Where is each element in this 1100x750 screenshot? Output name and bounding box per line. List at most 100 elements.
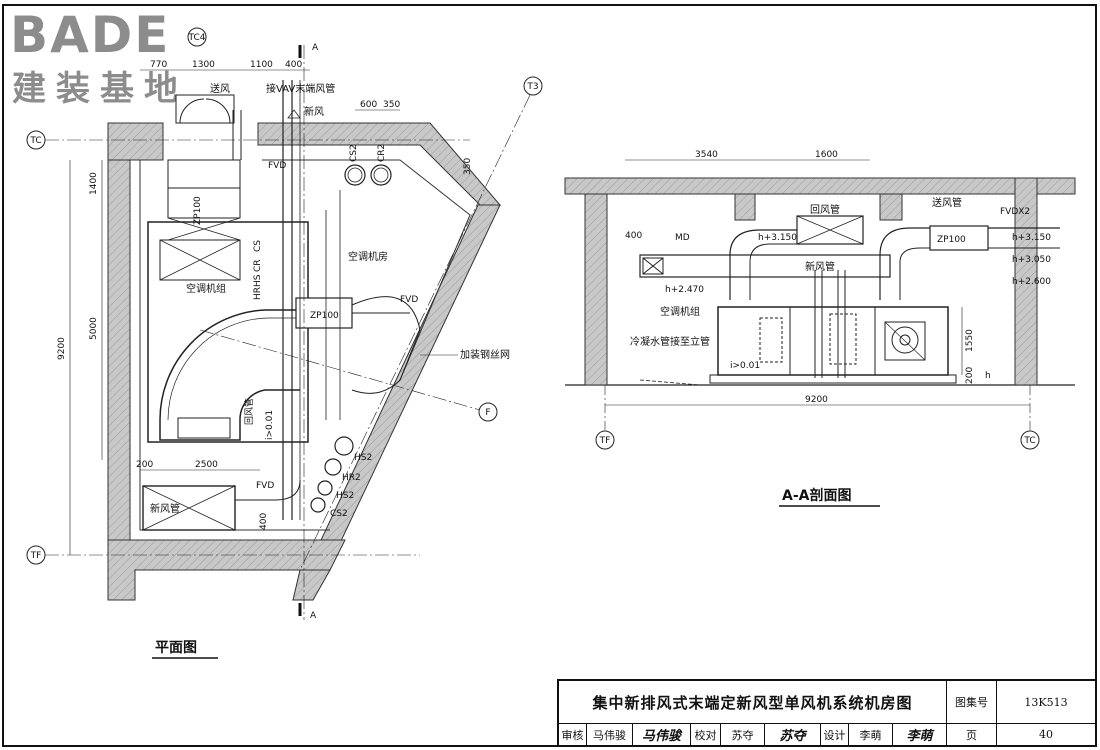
label-h3050: h+3.050 bbox=[1012, 255, 1051, 265]
label-h2600: h+2.600 bbox=[1012, 277, 1051, 287]
section-mark-bottom: A bbox=[310, 611, 317, 621]
section-view: 3540 1600 400 9200 1550 200 MD 回风管 送风管 F… bbox=[564, 150, 1076, 507]
dim-3540: 3540 bbox=[695, 150, 718, 160]
dim-400-top: 400 bbox=[285, 60, 302, 70]
designer-name: 李萌 bbox=[849, 723, 893, 746]
plan-view: TC TF T3 F TC4 A A 770 1300 1100 400 600… bbox=[26, 27, 543, 659]
label-h: h bbox=[985, 371, 991, 381]
bade-logo: BADE 建装基地 bbox=[8, 6, 218, 109]
pipe-cs2-top bbox=[344, 164, 366, 186]
plan-wall-top bbox=[107, 122, 164, 161]
plan-wall-left bbox=[107, 159, 131, 541]
label-hr: HR bbox=[253, 287, 263, 300]
label-zp100-mid: ZP100 bbox=[310, 311, 339, 321]
label-ahu-room: 空调机房 bbox=[348, 250, 388, 263]
check-label: 校对 bbox=[691, 723, 721, 746]
dim-400-section: 400 bbox=[625, 231, 642, 241]
label-cs2-top: CS2 bbox=[349, 144, 359, 162]
sheet-border bbox=[2, 4, 1097, 747]
dim-1550: 1550 bbox=[965, 329, 975, 352]
dim-9200-plan: 9200 bbox=[57, 337, 67, 360]
label-cs2-b: CS2 bbox=[330, 509, 348, 519]
atlas-label: 图集号 bbox=[947, 681, 997, 723]
review-label: 审核 bbox=[559, 723, 587, 746]
label-hs: HS bbox=[253, 274, 263, 287]
label-hs2: HS2 bbox=[354, 453, 372, 463]
title-block: 集中新排风式末端定新风型单风机系统机房图 图集号 13K513 审核 马伟骏 马… bbox=[557, 679, 1095, 746]
label-zp100-top: ZP100 bbox=[193, 196, 203, 225]
checker-name: 苏夺 bbox=[721, 723, 765, 746]
section-slab bbox=[564, 177, 1076, 195]
section-wall-left bbox=[584, 193, 608, 386]
label-zp100-section: ZP100 bbox=[937, 235, 966, 245]
axis-t4: TC4 bbox=[188, 33, 206, 43]
axis-tc-plan: TC bbox=[29, 136, 41, 146]
label-fvd-top: FVD bbox=[268, 161, 286, 171]
label-md: MD bbox=[675, 233, 690, 243]
label-fresh-air: 新风 bbox=[304, 105, 324, 118]
dim-5000: 5000 bbox=[89, 317, 99, 340]
plan-wall-bottom-right bbox=[292, 569, 331, 601]
dim-200-section: 200 bbox=[965, 367, 975, 384]
label-supply-air: 送风 bbox=[210, 82, 230, 95]
section-wall-right bbox=[1014, 177, 1038, 386]
atlas-number: 13K513 bbox=[1024, 695, 1068, 709]
dim-400-bottom: 400 bbox=[259, 513, 269, 530]
section-mark-top: A bbox=[312, 43, 319, 53]
axis-t3: T3 bbox=[526, 82, 538, 92]
reviewer-name: 马伟骏 bbox=[587, 723, 633, 746]
dim-350: 350 bbox=[383, 100, 400, 110]
label-cr: CR bbox=[253, 259, 263, 272]
dim-200: 200 bbox=[136, 460, 153, 470]
page-label: 页 bbox=[947, 723, 997, 746]
section-title: A-A剖面图 bbox=[782, 487, 851, 504]
label-hs2-b: HS2 bbox=[336, 491, 354, 501]
label-cr2-top: CR2 bbox=[377, 144, 387, 162]
axis-f: F bbox=[485, 408, 490, 418]
dim-9200-section: 9200 bbox=[805, 395, 828, 405]
plan-elbow-duct bbox=[159, 309, 300, 441]
design-label: 设计 bbox=[821, 723, 849, 746]
label-vav-duct: 接VAV末端风管 bbox=[266, 82, 335, 95]
dim-1600: 1600 bbox=[815, 150, 838, 160]
dim-1400: 1400 bbox=[89, 172, 99, 195]
label-fresh-duct-plan: 新风管 bbox=[150, 502, 180, 515]
label-h2470: h+2.470 bbox=[665, 285, 704, 295]
label-ahu-left: 空调机组 bbox=[186, 282, 226, 295]
checker-signature: 苏夺 bbox=[765, 723, 821, 746]
label-fvdx2: FVDX2 bbox=[1000, 207, 1030, 217]
label-cs: CS bbox=[253, 240, 263, 252]
label-fvd-right: FVD bbox=[400, 295, 418, 305]
label-fvd-bottom: FVD bbox=[256, 481, 274, 491]
axis-tc-section: TC bbox=[1023, 436, 1035, 446]
pipe-cr2-top bbox=[370, 164, 392, 186]
label-h3150-a: h+3.150 bbox=[758, 233, 797, 243]
label-slope-section: i>0.01 bbox=[730, 361, 760, 371]
logo-brand: BADE bbox=[10, 6, 170, 64]
page-number: 40 bbox=[1039, 728, 1053, 741]
plan-title: 平面图 bbox=[155, 640, 197, 656]
dim-1300: 1300 bbox=[192, 60, 215, 70]
label-return-duct-section: 回风管 bbox=[810, 203, 840, 216]
logo-subtitle: 建装基地 bbox=[12, 69, 188, 109]
axis-tf-section: TF bbox=[599, 436, 611, 446]
dim-770: 770 bbox=[150, 60, 167, 70]
label-supply-duct-section: 送风管 bbox=[932, 196, 962, 209]
label-return-duct-plan: 回风管 bbox=[243, 398, 255, 425]
designer-signature: 李萌 bbox=[893, 723, 947, 746]
dim-2500: 2500 bbox=[195, 460, 218, 470]
label-hr2: HR2 bbox=[342, 473, 361, 483]
dim-1100: 1100 bbox=[250, 60, 273, 70]
dim-600: 600 bbox=[360, 100, 377, 110]
axis-tf-plan: TF bbox=[30, 551, 42, 561]
dim-350-right: 350 bbox=[463, 158, 473, 175]
plan-ahu-box bbox=[147, 221, 309, 443]
label-wire-mesh: 加装钢丝网 bbox=[460, 348, 510, 361]
reviewer-signature: 马伟骏 bbox=[633, 723, 691, 746]
label-fresh-duct-section: 新风管 bbox=[805, 260, 835, 273]
drawing-title: 集中新排风式末端定新风型单风机系统机房图 bbox=[559, 681, 947, 723]
label-slope-plan: i>0.01 bbox=[265, 410, 275, 440]
label-condensate: 冷凝水管接至立管 bbox=[630, 335, 710, 348]
label-h3150-b: h+3.150 bbox=[1012, 233, 1051, 243]
